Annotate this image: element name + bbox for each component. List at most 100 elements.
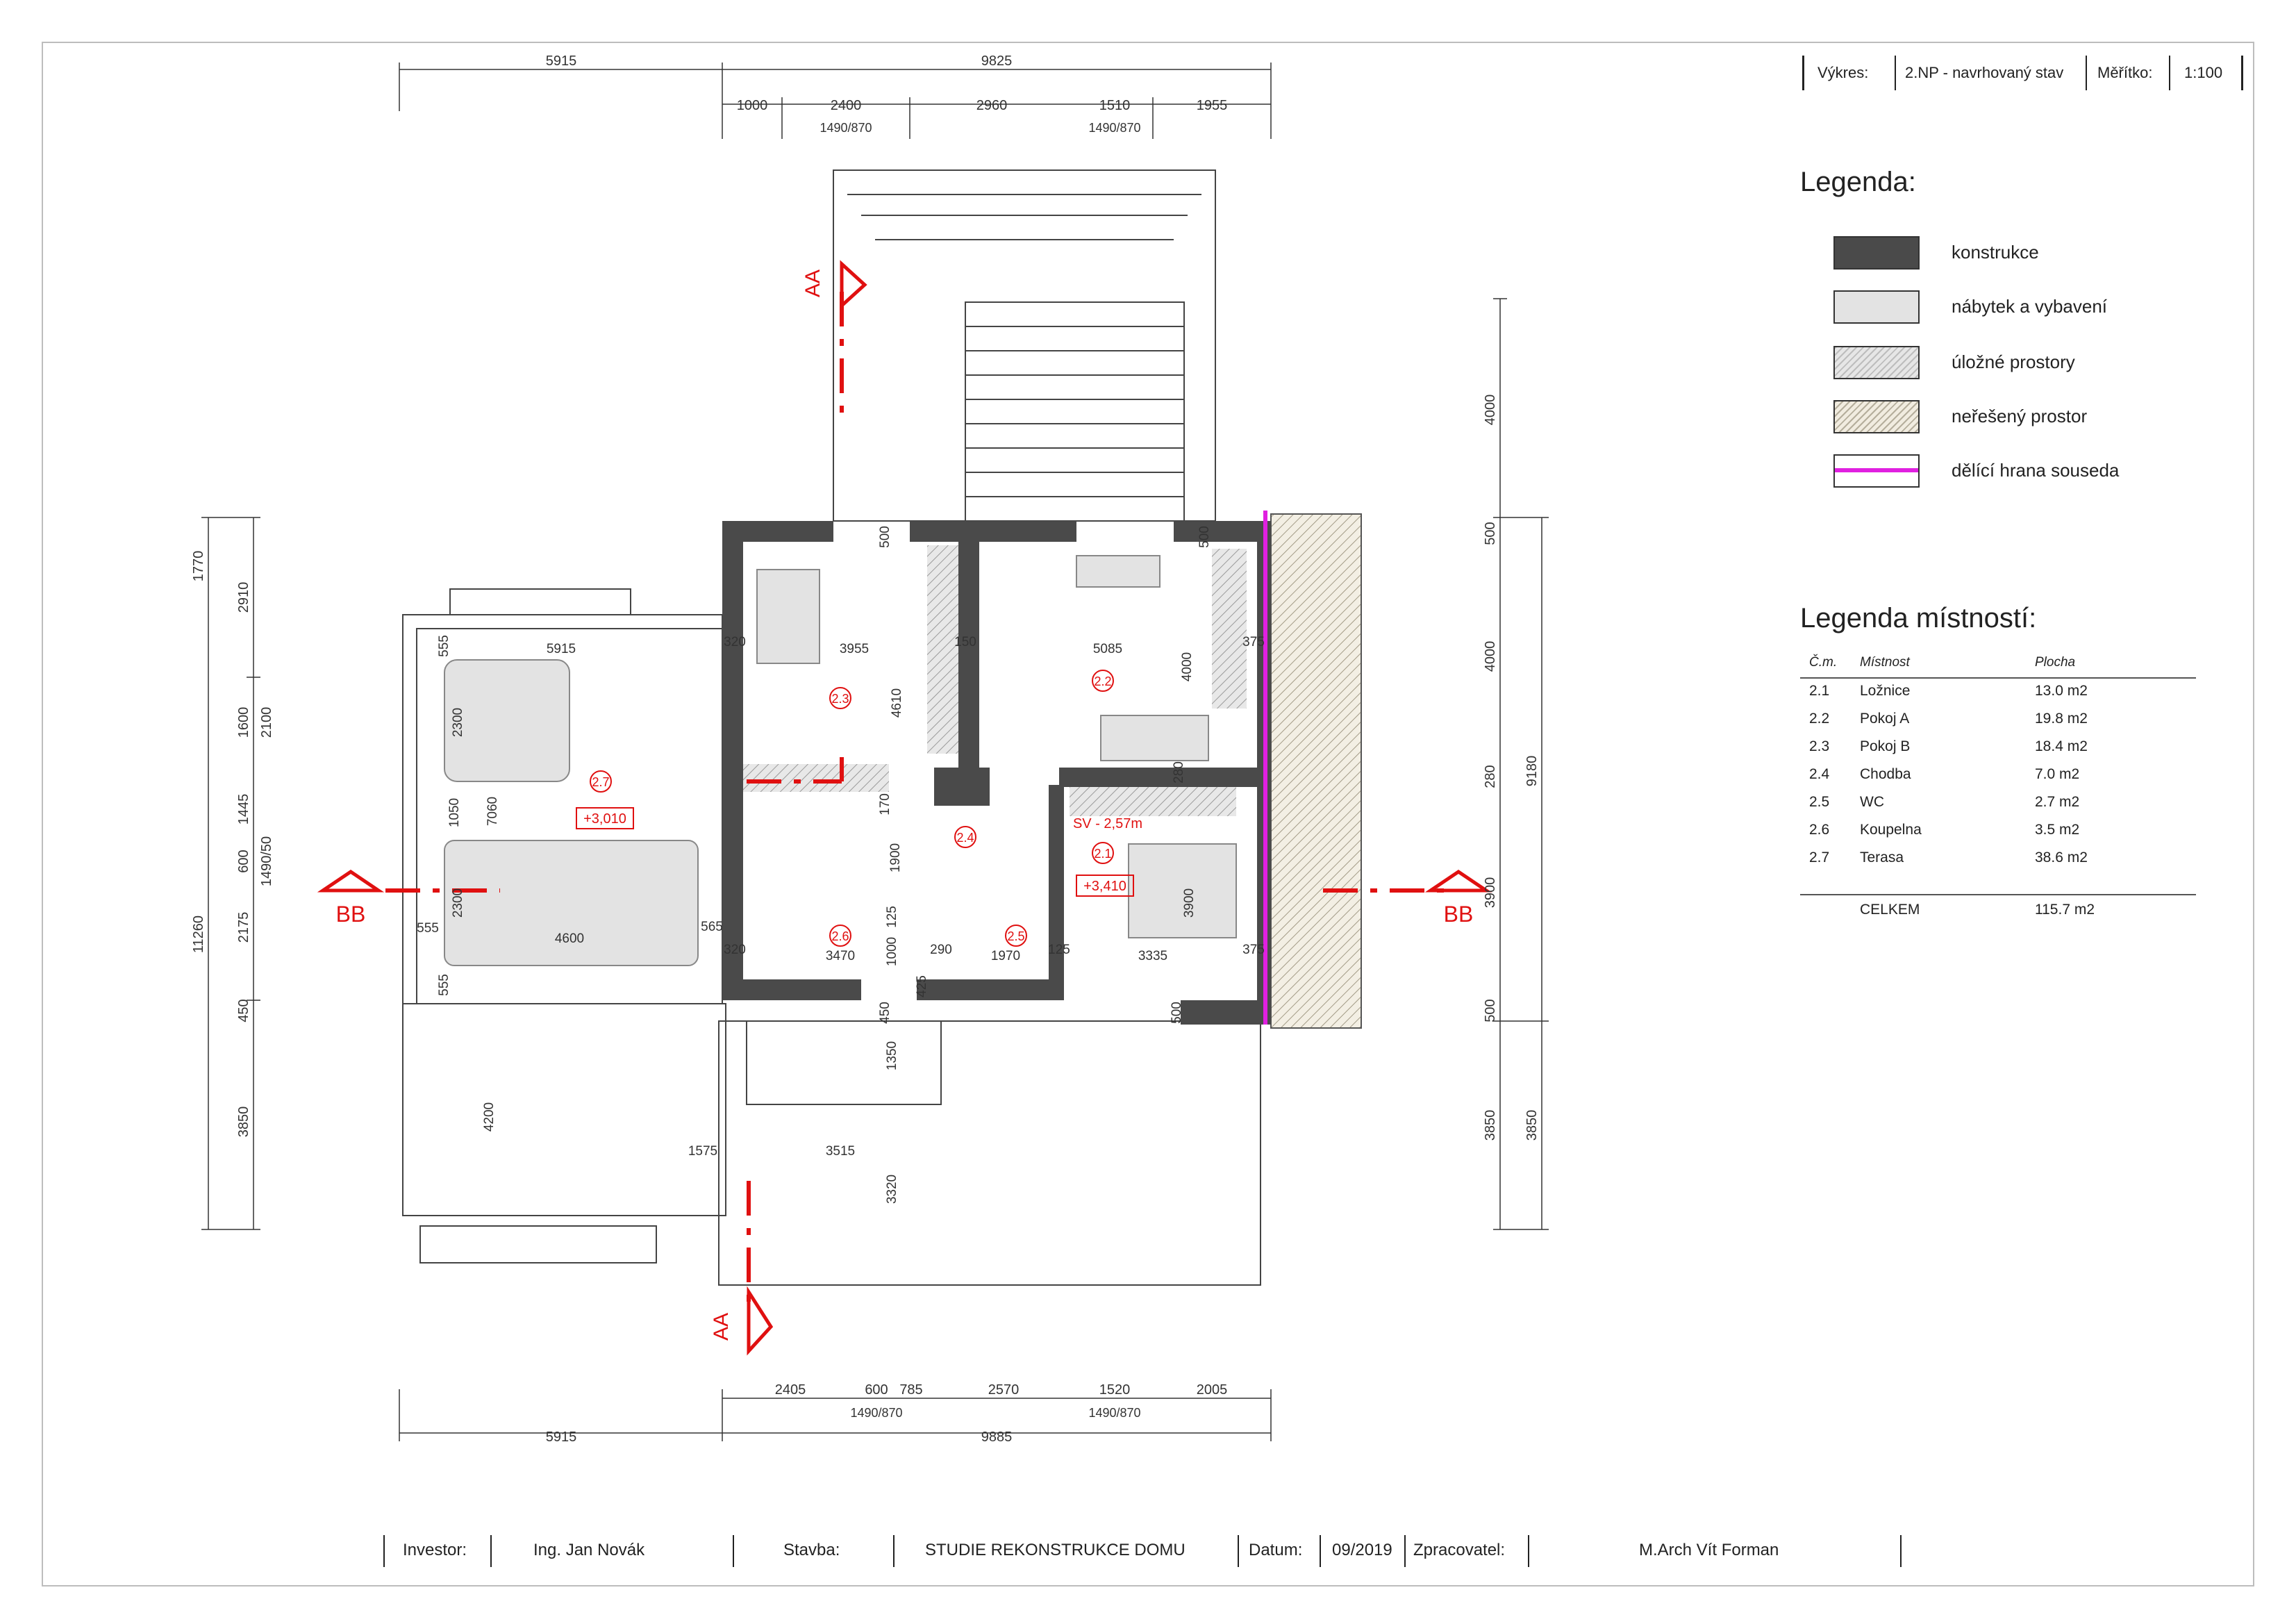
furniture bbox=[444, 555, 1237, 966]
interior-dim: 500 bbox=[1170, 1002, 1184, 1024]
section-aa-label-top: AA bbox=[801, 270, 824, 297]
stavba-value: STUDIE REKONSTRUKCE DOMU bbox=[925, 1541, 1186, 1559]
dim-bottom-segment: 2405 bbox=[775, 1382, 806, 1398]
legend-swatch-storage bbox=[1833, 346, 1920, 379]
interior-dim: 125 bbox=[1048, 943, 1070, 957]
interior-dim: 290 bbox=[930, 943, 952, 957]
legend-swatch-furniture bbox=[1833, 290, 1920, 324]
floor-plan: 5915 9825 1000 2400 2960 1510 1955 1490/870 1490… bbox=[191, 53, 1549, 1445]
section-aa-label-bottom: AA bbox=[710, 1313, 733, 1341]
interior-dim: 1900 bbox=[888, 843, 903, 872]
level-room: +3,410 bbox=[1083, 879, 1126, 894]
room-row-1-name: Ložnice bbox=[1860, 683, 1911, 699]
legend-swatch-construction bbox=[1833, 236, 1920, 270]
drawing-label: Výkres: bbox=[1817, 64, 1869, 81]
dim-left-outer: 1770 bbox=[191, 551, 206, 582]
legend-swatch-neighbor-edge bbox=[1833, 454, 1920, 488]
dim-bottom-segment: 785 bbox=[899, 1382, 922, 1398]
interior-dim: 7060 bbox=[485, 797, 500, 826]
room-row-2-area: 19.8 m2 bbox=[2035, 711, 2088, 727]
rooms-col-number: Č.m. bbox=[1809, 655, 1838, 670]
interior-dim: 1050 bbox=[447, 798, 462, 827]
scale-value: 1:100 bbox=[2184, 64, 2223, 81]
interior-dim: 2300 bbox=[451, 888, 465, 918]
interior-dim: 375 bbox=[1242, 943, 1265, 957]
interior-dim: 280 bbox=[1172, 761, 1186, 784]
dim-right-inner: 3850 bbox=[1483, 1110, 1498, 1141]
room-row-6-area: 3.5 m2 bbox=[2035, 822, 2080, 838]
interior-dim: 1350 bbox=[885, 1041, 899, 1070]
dim-top-segment: 1510 bbox=[1099, 98, 1131, 113]
room-row-2-name: Pokoj A bbox=[1860, 711, 1910, 727]
interior-dim: 425 bbox=[915, 975, 929, 997]
dim-right-inner: 4000 bbox=[1483, 641, 1498, 672]
dim-left-inner: 1600 bbox=[236, 707, 251, 738]
interior-dim: 1575 bbox=[688, 1144, 717, 1159]
interior-dim: 4600 bbox=[555, 931, 584, 946]
interior-dim: 320 bbox=[724, 943, 746, 957]
room-row-4-name: Chodba bbox=[1860, 766, 1911, 782]
scale-label: Měřítko: bbox=[2097, 64, 2153, 81]
legend-label-storage: úložné prostory bbox=[1952, 351, 2075, 372]
dim-left-inner: 3850 bbox=[236, 1107, 251, 1138]
section-markers bbox=[317, 260, 1492, 1356]
dim-bottom-segment: 600 bbox=[865, 1382, 888, 1398]
interior-dim: 150 bbox=[954, 635, 976, 649]
clear-height-label: SV - 2,57m bbox=[1073, 816, 1142, 831]
level-markers bbox=[576, 670, 1134, 947]
interior-dim: 500 bbox=[1197, 526, 1212, 548]
rooms-header-rule bbox=[1800, 677, 2196, 679]
dim-left-inner2: 1490/50 bbox=[259, 836, 274, 886]
window-dim-bottom: 1490/870 bbox=[1088, 1406, 1140, 1420]
investor-label: Investor: bbox=[403, 1541, 467, 1559]
level-terrace: +3,010 bbox=[583, 811, 626, 827]
interior-dim: 125 bbox=[885, 906, 899, 928]
interior-dim: 4000 bbox=[1180, 652, 1195, 681]
drawing-value: 2.NP - navrhovaný stav bbox=[1905, 64, 2064, 81]
interior-dim: 5085 bbox=[1093, 642, 1122, 656]
rooms-legend-title: Legenda místností: bbox=[1800, 603, 2037, 633]
interior-dim: 4200 bbox=[482, 1102, 497, 1132]
room-row-1-area: 13.0 m2 bbox=[2035, 683, 2088, 699]
storage-areas bbox=[743, 545, 1247, 816]
room-row-3-name: Pokoj B bbox=[1860, 738, 1911, 754]
interior-dim: 555 bbox=[437, 635, 451, 657]
dim-left-inner: 600 bbox=[236, 850, 251, 872]
interior-dim: 2300 bbox=[451, 708, 465, 737]
rooms-col-area: Plocha bbox=[2035, 655, 2076, 670]
room-number-2.4: 2.4 bbox=[956, 831, 974, 845]
window-dim-bottom: 1490/870 bbox=[850, 1406, 902, 1420]
investor-value: Ing. Jan Novák bbox=[533, 1541, 645, 1559]
dim-top-2: 9825 bbox=[981, 53, 1013, 69]
interior-dim: 5915 bbox=[547, 642, 576, 656]
dim-left-inner: 1445 bbox=[236, 794, 251, 825]
room-row-7-area: 38.6 m2 bbox=[2035, 850, 2088, 865]
room-row-3-number: 2.3 bbox=[1809, 738, 1830, 754]
room-row-6-name: Koupelna bbox=[1860, 822, 1922, 838]
title-block-header: Výkres: 2.NP - navrhovaný stav Měřítko: … bbox=[1802, 56, 2254, 90]
legend-label-neighbor-edge: dělící hrana souseda bbox=[1952, 460, 2120, 481]
dim-left-inner: 2910 bbox=[236, 582, 251, 613]
datum-label: Datum: bbox=[1249, 1541, 1303, 1559]
interior-dim: 3955 bbox=[840, 642, 869, 656]
room-row-5-name: WC bbox=[1860, 794, 1884, 810]
interior-dim: 565 bbox=[701, 920, 723, 934]
interior-dim: 3470 bbox=[826, 949, 855, 963]
room-number-2.3: 2.3 bbox=[831, 692, 849, 706]
interior-dim: 170 bbox=[878, 793, 892, 815]
window-dim-top: 1490/870 bbox=[820, 121, 872, 135]
interior-dim: 3335 bbox=[1138, 949, 1167, 963]
room-number-2.2: 2.2 bbox=[1094, 674, 1111, 688]
dim-top-segment: 2400 bbox=[831, 98, 862, 113]
legend-label-construction: konstrukce bbox=[1952, 242, 2039, 263]
dim-top-segment: 2960 bbox=[976, 98, 1008, 113]
dim-top-segment: 1955 bbox=[1197, 98, 1228, 113]
dim-right-inner: 280 bbox=[1483, 765, 1498, 788]
interior-dim: 555 bbox=[417, 921, 439, 936]
interior-dim: 3320 bbox=[885, 1175, 899, 1204]
rooms-total-label: CELKEM bbox=[1860, 902, 1920, 918]
interior-dim: 1000 bbox=[885, 937, 899, 966]
rooms-col-name: Místnost bbox=[1860, 655, 1910, 670]
window-dim-top: 1490/870 bbox=[1088, 121, 1140, 135]
stavba-label: Stavba: bbox=[783, 1541, 840, 1559]
